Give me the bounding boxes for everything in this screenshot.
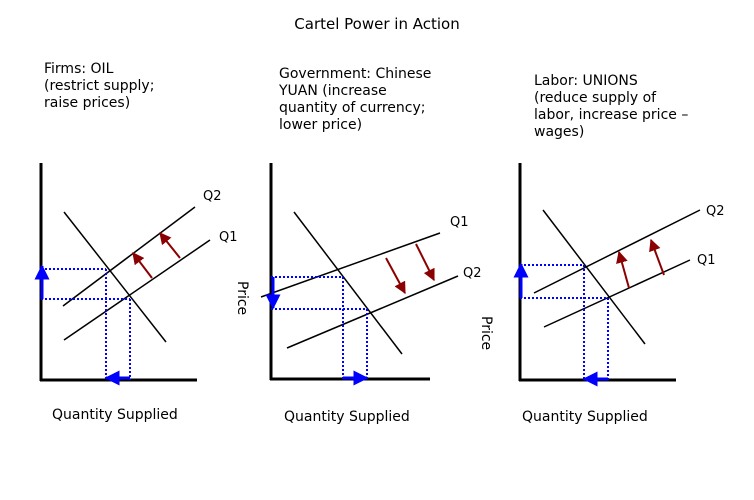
supply-label-upper: Q2: [203, 189, 222, 204]
caption-line: raise prices): [44, 95, 131, 111]
supply-curve-upper: [62, 206, 196, 307]
supply-curve-lower: [543, 259, 691, 328]
panel-2-caption: Government: Chinese YUAN (increase quant…: [279, 66, 431, 134]
panel-3-diagram: Q2 Q1: [513, 163, 725, 387]
supply-label-lower: Q1: [697, 253, 716, 268]
panel-1-caption: Firms: OIL (restrict supply; raise price…: [44, 61, 154, 112]
caption-line: (reduce supply of: [534, 90, 657, 106]
shift-arrow: [415, 243, 435, 282]
caption-line: lower price): [279, 117, 363, 133]
shift-arrow: [159, 232, 181, 259]
caption-line: quantity of currency;: [279, 100, 426, 116]
supply-curve-lower: [286, 275, 459, 349]
panel-1-diagram: Q2 Q1: [34, 163, 238, 386]
caption-line: (restrict supply;: [44, 78, 155, 94]
page-title: Cartel Power in Action: [294, 15, 460, 33]
supply-label-lower: Q2: [463, 266, 482, 281]
panel-2-diagram: Q1 Q2: [260, 163, 482, 386]
supply-curve-upper: [533, 209, 701, 294]
caption-line: Labor: UNIONS: [534, 73, 638, 89]
demand-curve: [542, 209, 646, 345]
supply-label-upper: Q1: [450, 215, 469, 230]
supply-curve-lower: [63, 239, 211, 341]
caption-line: Firms: OIL: [44, 61, 114, 77]
caption-line: Government: Chinese: [279, 66, 432, 82]
shift-arrow: [649, 238, 665, 276]
caption-line: wages): [534, 124, 585, 140]
panel-2-x-axis-label: Quantity Supplied: [284, 409, 410, 425]
panel-3-x-axis-label: Quantity Supplied: [522, 409, 648, 425]
supply-label-upper: Q2: [706, 204, 725, 219]
panel-3-caption: Labor: UNIONS (reduce supply of labor, i…: [534, 73, 688, 141]
supply-label-lower: Q1: [219, 230, 238, 245]
supply-curve-upper: [260, 232, 441, 298]
shift-arrow: [132, 252, 153, 279]
caption-line: YUAN (increase: [279, 83, 387, 99]
caption-line: labor, increase price –: [534, 107, 689, 123]
panel-1-x-axis-label: Quantity Supplied: [52, 407, 178, 423]
demand-curve: [63, 211, 167, 343]
demand-curve: [293, 211, 403, 355]
shift-arrow: [616, 250, 630, 289]
shift-arrow: [385, 257, 406, 295]
